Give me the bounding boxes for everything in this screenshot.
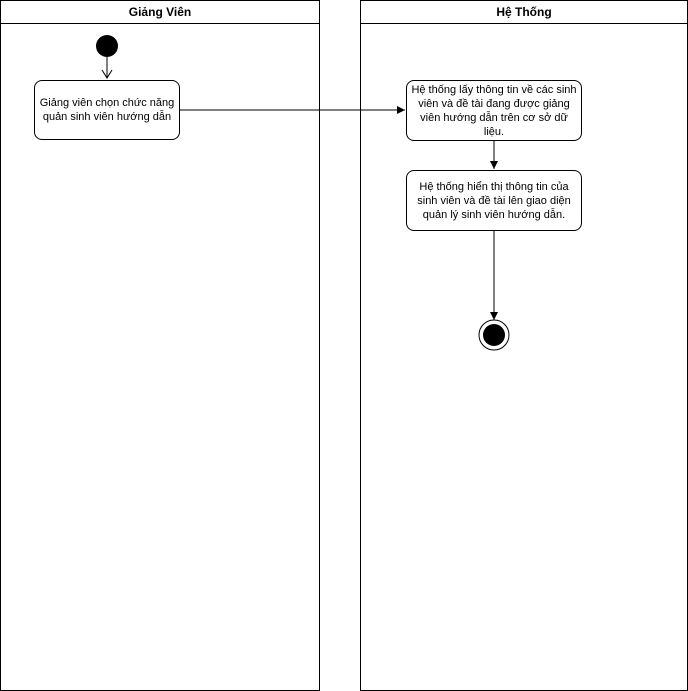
action-fetch-info[interactable]: Hệ thống lấy thông tin về các sinh viên … xyxy=(406,80,582,141)
action-fetch-info-label: Hệ thống lấy thông tin về các sinh viên … xyxy=(411,83,577,138)
action-choose-function[interactable]: Giảng viên chọn chức năng quản sinh viên… xyxy=(34,80,180,140)
lane-system-title: Hệ Thống xyxy=(361,1,687,24)
action-display-info[interactable]: Hệ thống hiển thị thông tin của sinh viê… xyxy=(406,170,582,231)
action-choose-function-label: Giảng viên chọn chức năng quản sinh viên… xyxy=(39,97,175,123)
action-display-info-label: Hệ thống hiển thị thông tin của sinh viê… xyxy=(417,180,571,221)
lane-lecturer-title: Giảng Viên xyxy=(1,1,319,24)
